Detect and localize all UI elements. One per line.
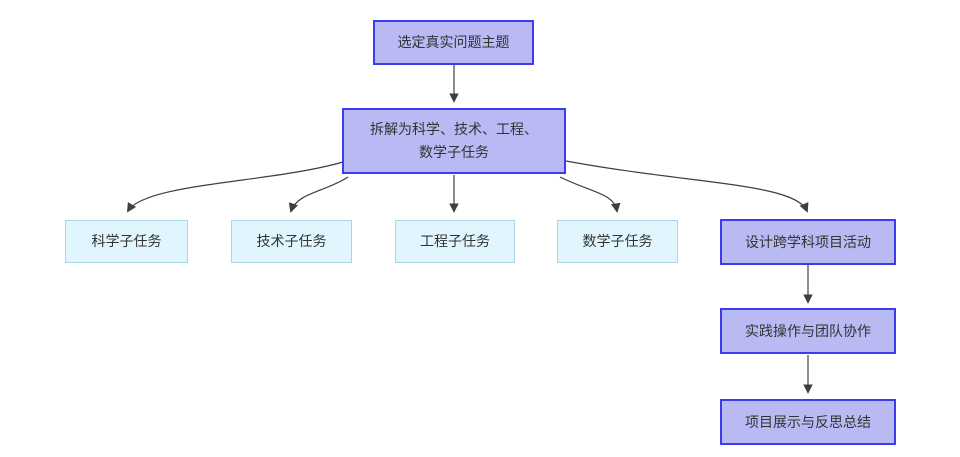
node-tech-subtask-label: 技术子任务: [256, 233, 327, 249]
node-practice-teamwork-label: 实践操作与团队协作: [745, 322, 871, 339]
node-present-reflect-label: 项目展示与反思总结: [745, 413, 871, 430]
edge-decompose-to-tech: [288, 176, 349, 213]
edge-decompose-to-design: [565, 160, 809, 213]
node-design-activity-label: 设计跨学科项目活动: [745, 233, 871, 250]
node-tech-subtask: 技术子任务: [231, 220, 352, 263]
node-engineering-subtask: 工程子任务: [395, 220, 515, 263]
node-science-subtask-label: 科学子任务: [91, 233, 162, 249]
node-practice-teamwork: 实践操作与团队协作: [720, 308, 896, 354]
node-decompose-tasks: 拆解为科学、技术、工程、 数学子任务: [342, 108, 566, 174]
edge-decompose-to-math: [559, 176, 621, 213]
node-select-topic: 选定真实问题主题: [373, 20, 534, 65]
node-math-subtask-label: 数学子任务: [582, 233, 653, 249]
node-science-subtask: 科学子任务: [65, 220, 188, 263]
node-select-topic-label: 选定真实问题主题: [397, 34, 510, 50]
node-design-activity: 设计跨学科项目活动: [720, 219, 896, 265]
node-math-subtask: 数学子任务: [557, 220, 678, 263]
edge-decompose-to-science: [126, 161, 344, 213]
node-decompose-tasks-label: 拆解为科学、技术、工程、 数学子任务: [370, 121, 538, 160]
node-present-reflect: 项目展示与反思总结: [720, 399, 896, 445]
node-engineering-subtask-label: 工程子任务: [420, 233, 490, 249]
